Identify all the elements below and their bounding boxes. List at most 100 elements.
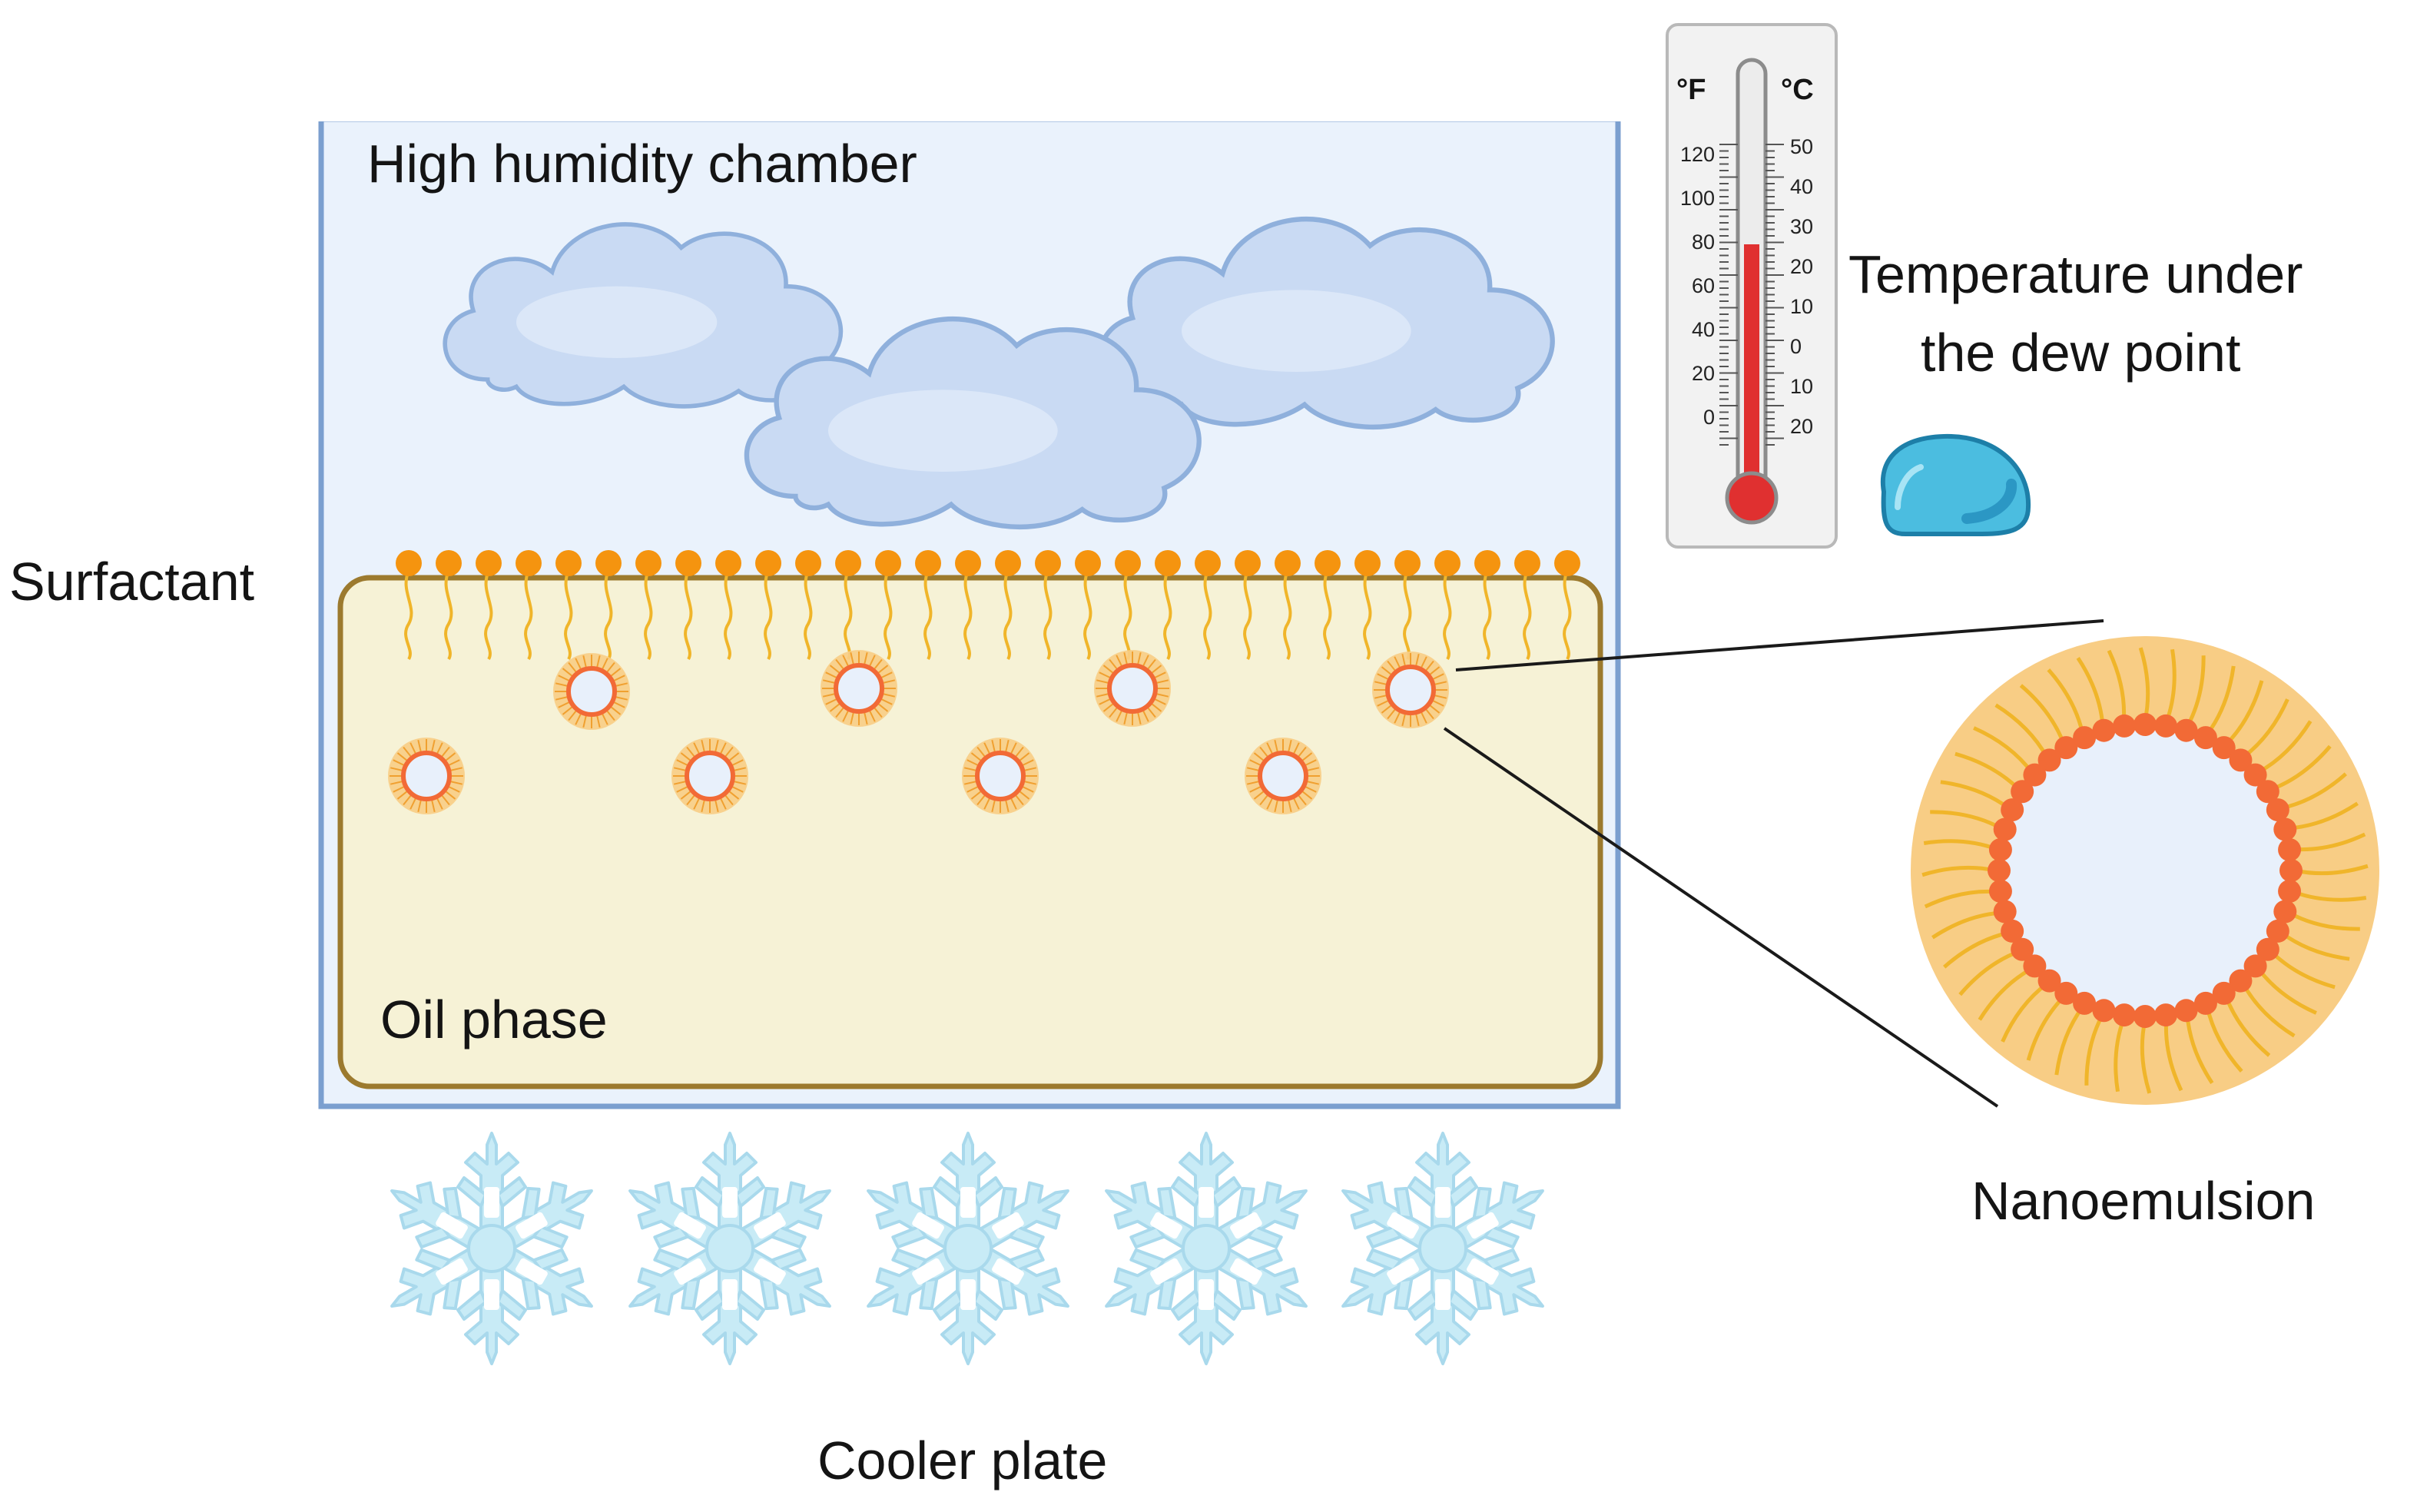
nanoemulsion-droplet-small [962,738,1039,814]
snowflake-icon [375,1133,608,1364]
surfactant-head [2154,714,2178,738]
surfactant-head [2134,713,2157,736]
surfactant-molecule [995,550,1021,661]
nanoemulsion-droplet [1911,636,2379,1105]
celsius-tick-label: 40 [1790,175,1813,198]
surfactant-monolayer [396,550,1580,661]
celsius-tick-label: 50 [1790,135,1813,158]
fahrenheit-unit: °F [1676,74,1706,106]
nanoemulsion-droplet-small [1372,652,1449,728]
surfactant-head [1993,900,2017,923]
nanoemulsion-droplet-small [1245,738,1321,814]
surfactant-head [2278,837,2302,861]
surfactant-head [2243,763,2267,787]
celsius-unit: °C [1781,74,1814,106]
snowflakes [375,1133,1560,1364]
surfactant-molecule [1195,550,1221,661]
nanoemulsion-droplet-small [388,738,465,814]
surfactant-head [2266,798,2289,822]
oil-phase-label: Oil phase [380,990,608,1049]
surfactant-head [2278,880,2302,904]
celsius-tick-label: 10 [1790,295,1813,318]
surfactant-head [2037,969,2061,993]
nanoemulsion-droplet-small [671,738,748,814]
nanoemulsion-label: Nanoemulsion [1971,1171,2316,1231]
surfactant-molecule [1315,550,1341,661]
temperature-label-line1: Temperature under [1848,244,2303,304]
surfactant-head [2001,919,2024,943]
surfactant-molecule [436,550,462,661]
surfactant-molecule [1354,550,1381,661]
surfactant-head [2212,736,2236,760]
surfactant-molecule [1235,550,1261,661]
surfactant-head [2011,780,2034,804]
surfactant-molecule [795,550,821,661]
temperature-label-line2: the dew point [1921,323,2241,383]
surfactant-head [2134,1005,2157,1028]
surfactant-molecule [476,550,502,661]
surfactant-molecule [1514,550,1540,661]
surfactant-head [2174,999,2198,1023]
thermometer-ticks [1719,144,1784,446]
surfactant-head [2112,1003,2136,1027]
surfactant-head [2212,981,2236,1005]
surfactant-head [2229,969,2253,993]
surfactant-head [2193,991,2217,1015]
surfactant-molecule [875,550,901,661]
celsius-tick-label: 0 [1790,335,1802,358]
surfactant-molecule [516,550,542,661]
fahrenheit-tick-label: 120 [1680,143,1715,166]
celsius-tick-label: 20 [1790,255,1813,278]
snowflake-icon [1326,1133,1560,1364]
surfactant-head [1988,859,2011,882]
fahrenheit-tick-label: 40 [1692,318,1715,341]
snowflake-icon [1089,1133,1323,1364]
surfactant-head [1988,837,2012,861]
nanoemulsion-droplet-small [821,650,897,727]
surfactant-head [2256,937,2279,961]
surfactant-head [2273,900,2297,923]
thermometer-icon [1666,23,1838,549]
surfactant-molecule [915,550,941,661]
surfactant-head [2054,736,2078,760]
surfactant-molecule [1554,550,1580,661]
surfactant-head [2256,780,2279,804]
surfactant-molecule [1275,550,1301,661]
surfactant-molecule [715,550,741,661]
surfactant-molecule [1394,550,1421,661]
surfactant-head [2001,798,2024,822]
surfactant-molecule [1035,550,1061,661]
zoom-lines [1443,619,2104,1108]
surfactant-head [1988,880,2012,904]
surfactant-head [2229,748,2253,772]
fahrenheit-tick-label: 20 [1692,362,1715,385]
surfactant-molecule [955,550,981,661]
nanoemulsion-droplet-small [1094,650,1171,727]
surfactant-molecule [675,550,701,661]
surfactant-head [2266,919,2289,943]
droplet-group [388,650,1449,814]
snowflake-icon [613,1133,847,1364]
surfactant-head [2054,981,2078,1005]
surfactant-head [2279,859,2303,882]
surfactant-head [2273,817,2297,841]
celsius-tick-label: 10 [1790,375,1813,398]
surfactant-head [2092,999,2116,1023]
surfactant-head [2092,718,2116,742]
celsius-tick-label: 20 [1790,415,1813,438]
oil-phase-layer [337,575,1603,1089]
surfactant-molecule [595,550,622,661]
chamber-top-gap [315,108,1624,121]
surfactant-molecule [1115,550,1141,661]
surfactant-head [2073,991,2097,1015]
surfactant-head [2174,718,2198,742]
surfactant-molecule [555,550,582,661]
nanoemulsion-droplet-small [553,653,630,730]
chamber-label: High humidity chamber [367,134,917,194]
surfactant-head [2243,954,2267,978]
snowflake-icon [851,1133,1085,1364]
surfactant-molecule [1434,550,1460,661]
surfactant-molecule [1155,550,1181,661]
